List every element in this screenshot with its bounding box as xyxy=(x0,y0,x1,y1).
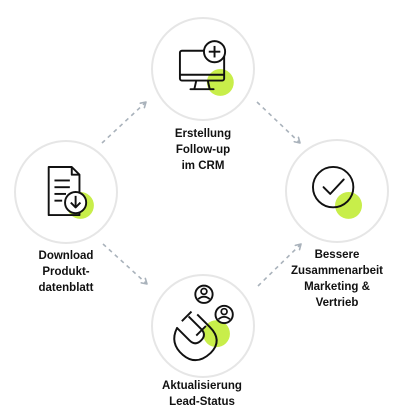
step-marketing-circle xyxy=(285,139,389,243)
step-download-circle xyxy=(14,140,118,244)
document-download-icon xyxy=(47,166,94,219)
step-download-label: Download Produkt- datenblatt xyxy=(38,250,94,294)
step-crm-label: Erstellung Follow-up im CRM xyxy=(174,128,232,172)
monitor-plus-icon xyxy=(178,40,234,96)
arrow-lead-to-marketing xyxy=(257,243,302,287)
step-crm-circle xyxy=(151,17,255,121)
step-lead-circle xyxy=(151,274,255,378)
arrow-download-to-crm xyxy=(101,101,147,144)
magnet-users-icon xyxy=(173,284,234,362)
check-circle-icon xyxy=(312,166,362,219)
arrow-download-to-lead xyxy=(102,243,148,285)
step-marketing-label: Bessere Zusammenarbeit Marketing & Vertr… xyxy=(290,249,384,309)
arrow-crm-to-marketing xyxy=(256,101,301,144)
step-lead-label: Aktualisierung Lead-Status xyxy=(162,380,242,408)
